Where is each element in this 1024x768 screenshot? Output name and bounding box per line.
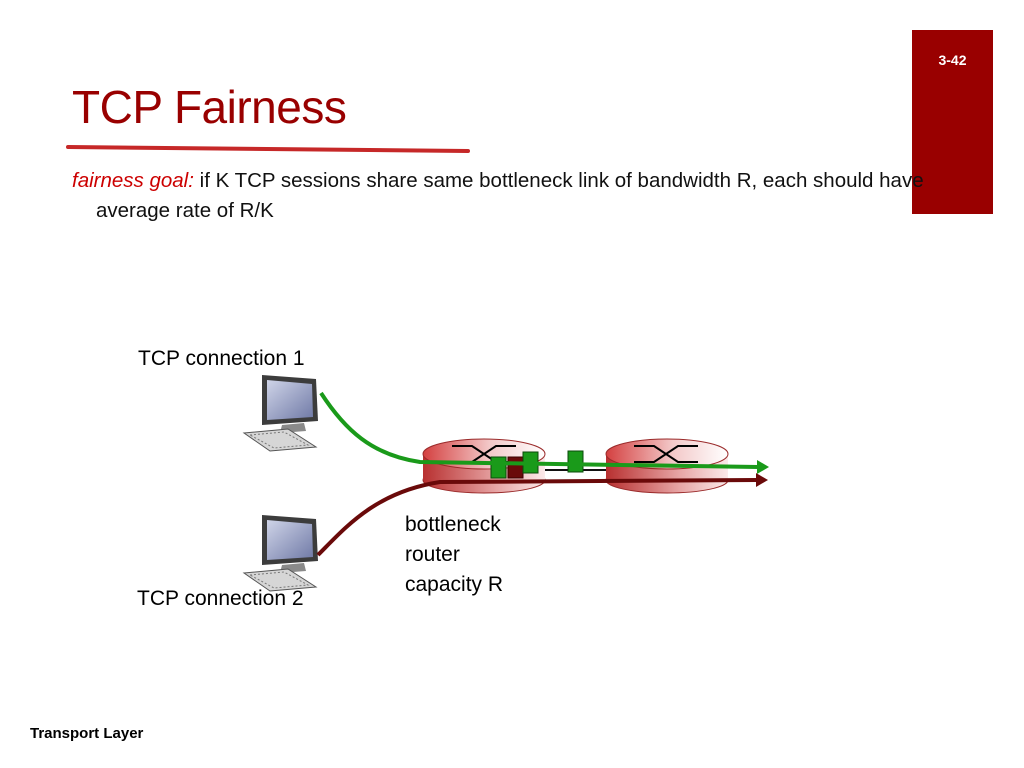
computer-icon: [242, 515, 318, 592]
router-label-line: router: [405, 543, 460, 566]
bullet-lead: fairness goal:: [72, 169, 194, 192]
slide-title: TCP Fairness: [72, 81, 347, 133]
connection-1-label: TCP connection 1: [138, 347, 305, 370]
packet-icon: [490, 456, 507, 479]
slide-number: 3-42: [938, 52, 967, 68]
packet-icon: [567, 450, 584, 473]
router-label-line: bottleneck: [405, 513, 501, 536]
router-label: bottleneck router capacity R: [405, 510, 503, 600]
footer-text: Transport Layer: [30, 725, 144, 742]
fairness-goal-bullet: fairness goal: if K TCP sessions share s…: [72, 166, 926, 226]
connection-2-path: [316, 478, 758, 557]
bullet-text: if K TCP sessions share same bottleneck …: [96, 169, 924, 222]
connection-1-arrowhead: [757, 460, 769, 474]
connection-2-label: TCP connection 2: [137, 587, 304, 610]
computer-icon: [242, 375, 318, 452]
slide-number-box: 3-42: [912, 30, 993, 214]
router-label-line: capacity R: [405, 573, 504, 596]
connection-1-path: [319, 391, 759, 469]
title-underline: [66, 145, 470, 153]
packet-icon: [507, 456, 524, 479]
connection-2-arrowhead: [756, 473, 768, 487]
